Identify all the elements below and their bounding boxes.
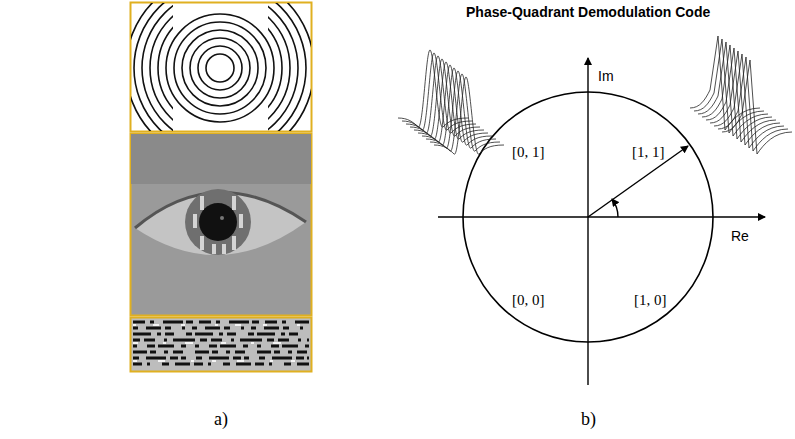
eye-image (131, 134, 312, 316)
even-wavelet-mesh (398, 50, 504, 154)
axis-label: Im (598, 69, 614, 83)
diagram-title: Phase-Quadrant Demodulation Code (466, 5, 710, 19)
quadrant-code: [0, 1] (512, 145, 545, 160)
iris-code (131, 318, 312, 372)
odd-wavelet-mesh (690, 36, 792, 154)
quadrant-code: [1, 0] (634, 293, 667, 308)
panel-label: b) (581, 410, 596, 428)
quadrant-code: [0, 0] (512, 293, 545, 308)
panel-label: a) (214, 410, 228, 428)
phase-circle (438, 58, 765, 385)
axis-label: Re (731, 229, 749, 243)
quadrant-code: [1, 1] (632, 145, 665, 160)
